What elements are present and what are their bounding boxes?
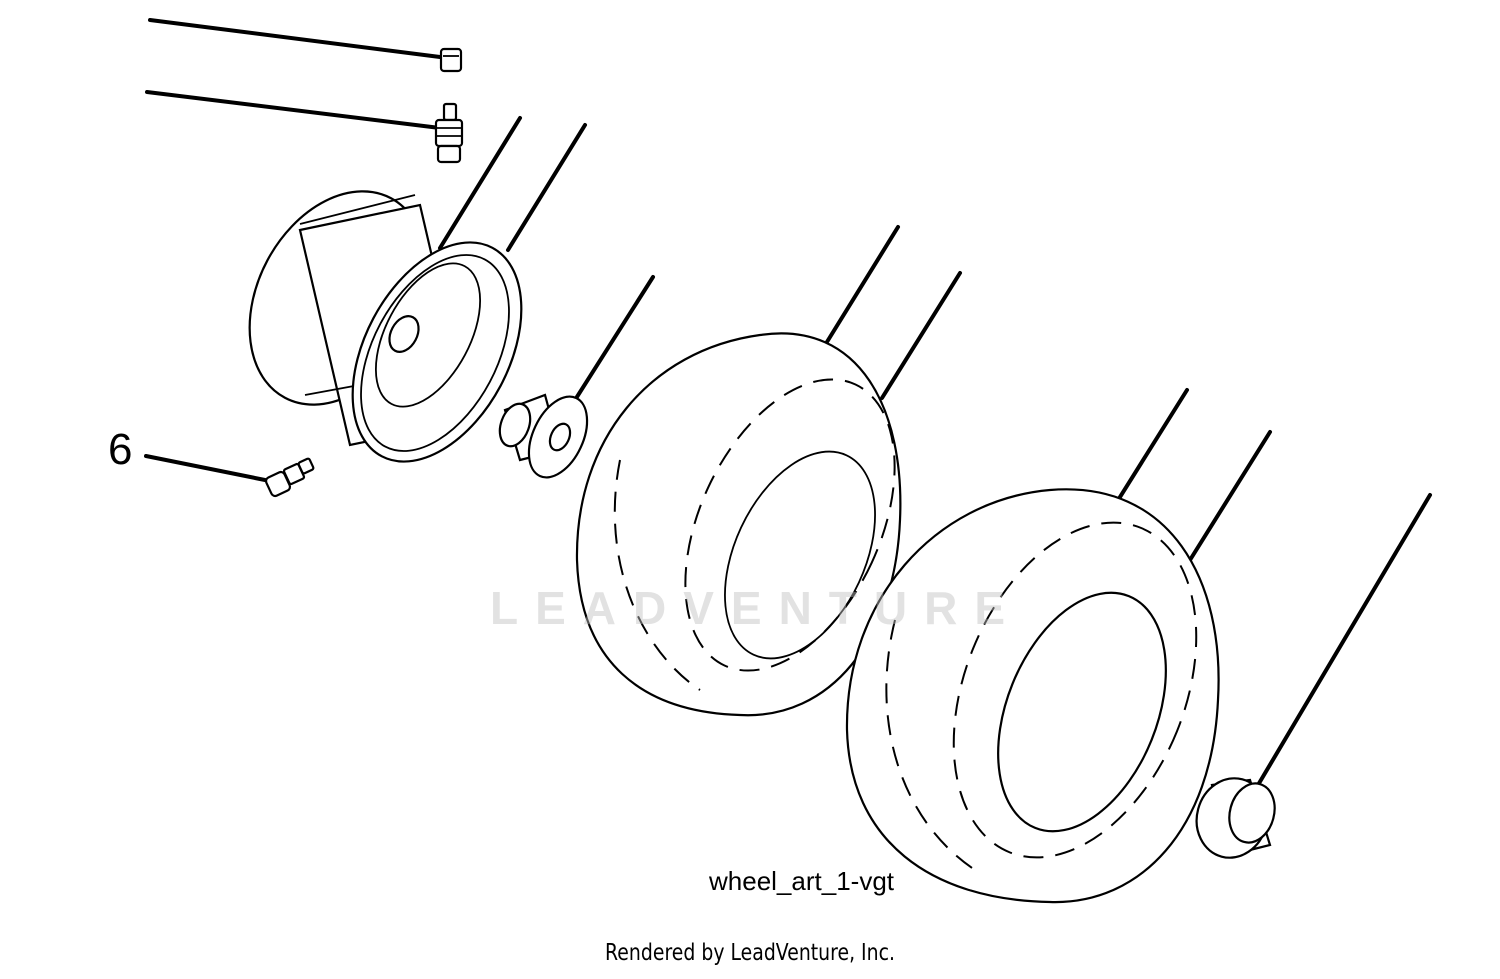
- wheel-rim-part: [248, 190, 523, 463]
- leader-line-valve-cap: [148, 18, 442, 59]
- leader-line-tire-front-2: [880, 271, 962, 400]
- valve-stem-part: [434, 102, 464, 164]
- leader-line-cap: [1256, 493, 1432, 787]
- leader-line-rim-2: [506, 123, 587, 252]
- leader-line-valve-stem: [145, 90, 442, 130]
- bushing-part: [498, 393, 589, 479]
- tire-front-part: [575, 332, 902, 717]
- leader-line-rim-1: [438, 116, 522, 250]
- tire-rear-part: [845, 488, 1220, 904]
- callout-number-6: 6: [108, 425, 133, 474]
- leader-line-bushing: [573, 275, 655, 402]
- hub-cap-part: [1195, 777, 1276, 859]
- leader-line-tire-front-1: [820, 225, 900, 352]
- leader-line-tire-rear-1: [1108, 388, 1189, 515]
- rendered-by-credit: Rendered by LeadVenture, Inc.: [605, 940, 895, 966]
- leader-line-callout-6: [144, 454, 272, 483]
- valve-cap-part: [439, 47, 463, 73]
- grease-fitting-part: [264, 457, 315, 498]
- leader-lines: [144, 18, 1432, 787]
- leader-line-tire-rear-2: [1188, 430, 1272, 562]
- art-label: wheel_art_1-vgt: [709, 866, 894, 896]
- watermark-text: LEADVENTURE: [490, 582, 1023, 634]
